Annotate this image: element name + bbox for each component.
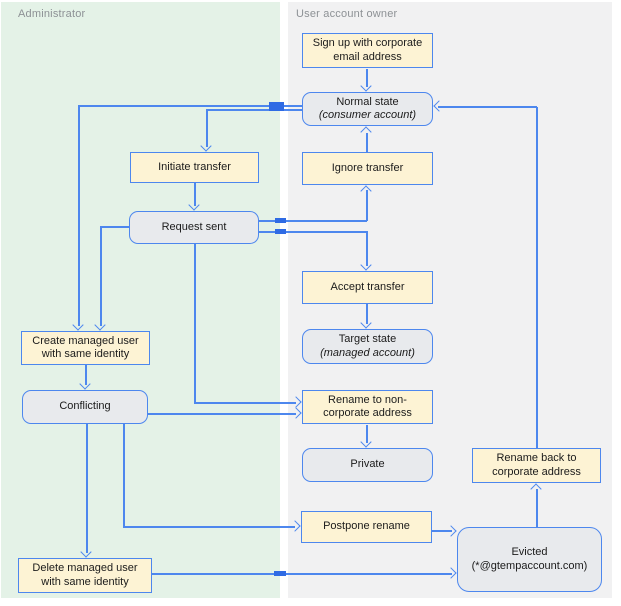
edge-create-to-conflicting [85, 365, 87, 385]
node-label: Initiate transfer [158, 160, 231, 173]
edge-conflicting-to-rename [148, 413, 296, 415]
node-label: (*@gtempaccount.com) [471, 559, 588, 572]
node-initiate-transfer: Initiate transfer [130, 152, 259, 183]
node-rename-to-non-corporate: Rename to non- corporate address [302, 390, 433, 424]
edge-request-to-accept [366, 231, 368, 266]
node-label: corporate address [492, 465, 581, 478]
edge-normal-to-initiate [206, 109, 208, 147]
node-label: corporate address [323, 407, 412, 419]
node-postpone-rename: Postpone rename [301, 511, 432, 543]
node-label: Request sent [161, 220, 227, 233]
node-rename-back-to-corporate: Rename back to corporate address [472, 448, 601, 483]
edge-normal-to-create [78, 105, 80, 326]
edge-normal-to-initiate [206, 109, 302, 111]
edge-request-to-rename [194, 402, 296, 404]
edge-request-to-create [100, 226, 129, 228]
edge-request-to-ignore [366, 190, 368, 221]
node-sign-up-with-corporate-email: Sign up with corporate email address [302, 33, 433, 68]
edge-request-to-accept [259, 231, 367, 233]
node-label: Normal state [336, 95, 399, 108]
edge-signup-to-normal [366, 69, 368, 87]
edge-conflicting-to-delete [86, 424, 88, 553]
edge-ignore-to-normal [366, 133, 368, 152]
lane-crossing-mark [275, 218, 286, 223]
node-label: Rename to non- [328, 393, 407, 406]
node-private: Private [302, 448, 433, 482]
edge-postpone-to-evicted [432, 530, 452, 532]
node-label: Ignore transfer [331, 161, 404, 174]
lane-crossing-mark [269, 102, 284, 111]
edge-request-to-rename [194, 244, 196, 403]
node-label: Evicted [511, 546, 548, 558]
lane-administrator [1, 2, 280, 598]
edge-initiate-to-request [194, 183, 196, 206]
node-label: Accept transfer [330, 280, 405, 293]
node-evicted: Evicted (*@gtempaccount.com) [457, 527, 602, 592]
edge-renameback-to-normal [536, 107, 538, 448]
node-conflicting: Conflicting [22, 390, 148, 424]
node-label: Target state [338, 333, 397, 345]
node-target-state: Target state (managed account) [302, 329, 433, 364]
edge-renameback-to-normal [438, 106, 537, 108]
node-normal-state: Normal state (consumer account) [302, 92, 433, 126]
lane-crossing-mark [275, 229, 286, 234]
edge-request-to-ignore [259, 220, 367, 222]
node-label: Private [350, 458, 385, 471]
lane-label-administrator: Administrator [18, 8, 86, 20]
edge-delete-to-evicted [152, 573, 452, 575]
node-label: Conflicting [59, 400, 111, 413]
node-label: email address [333, 50, 402, 63]
node-request-sent: Request sent [129, 211, 259, 244]
edge-rename-to-private [366, 425, 368, 443]
node-label: with same identity [41, 575, 129, 588]
node-sublabel: (managed account) [320, 346, 415, 359]
node-label: Create managed user [32, 334, 139, 347]
node-ignore-transfer: Ignore transfer [302, 152, 433, 185]
edge-accept-to-target [366, 304, 368, 324]
node-create-managed-user: Create managed user with same identity [21, 331, 150, 365]
lane-crossing-mark [274, 571, 286, 576]
node-label: Sign up with corporate [312, 37, 423, 49]
edge-normal-to-create [78, 105, 302, 107]
node-label: Rename back to [496, 452, 577, 464]
node-label: Postpone rename [323, 520, 410, 533]
lane-label-user-account-owner: User account owner [296, 8, 398, 20]
node-sublabel: (consumer account) [318, 109, 417, 121]
edge-request-to-create [100, 226, 102, 326]
edge-conflicting-to-postpone [123, 526, 295, 528]
edge-conflicting-to-postpone [123, 424, 125, 527]
node-accept-transfer: Accept transfer [302, 271, 433, 304]
node-label: Delete managed user [32, 562, 138, 574]
node-delete-managed-user: Delete managed user with same identity [18, 558, 152, 593]
edge-evicted-to-renameback [536, 489, 538, 527]
node-label: with same identity [41, 348, 130, 360]
